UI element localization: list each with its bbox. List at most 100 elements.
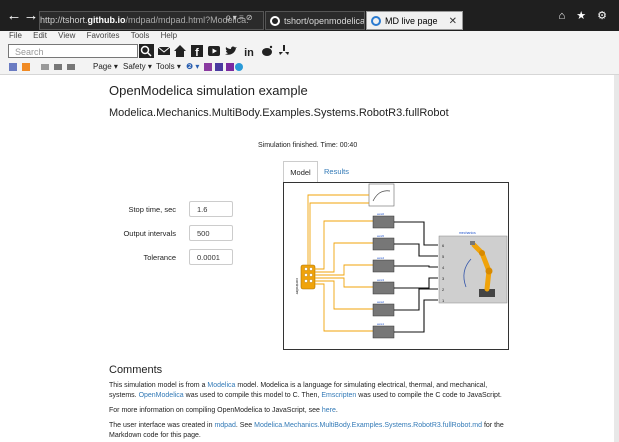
path-planning-block[interactable] xyxy=(368,183,395,207)
p2-text-1: For more information on compiling OpenMo… xyxy=(109,407,322,414)
safety-menu[interactable]: Safety ▾ xyxy=(123,62,152,71)
search-button[interactable] xyxy=(139,44,154,58)
emscripten-link[interactable]: Emscripten xyxy=(321,392,357,399)
page-title: OpenModelica simulation example xyxy=(109,83,308,98)
forward-button[interactable]: → xyxy=(23,7,39,24)
axis3-block[interactable] xyxy=(372,281,395,295)
facebook-icon[interactable]: f xyxy=(190,44,204,58)
help-menu[interactable]: ❷ ▾ xyxy=(186,62,200,71)
stop-time-input[interactable]: 1.6 xyxy=(189,201,233,217)
github-icon xyxy=(270,16,280,26)
axis2-label: axis2 xyxy=(377,300,384,304)
comments-paragraph-1: This simulation model is from a Modelica… xyxy=(109,381,507,401)
p3-text-2: . See xyxy=(235,422,255,429)
menu-bar: File Edit View Favorites Tools Help xyxy=(0,31,619,43)
output-intervals-label: Output intervals xyxy=(123,229,176,238)
port-1: 1 xyxy=(442,298,445,303)
mdpad-link[interactable]: mdpad xyxy=(214,422,236,429)
p1-text-2: model. Modelica is a language for simula… xyxy=(109,382,488,399)
browser-titlebar: ← → http://tshort.github.io/mdpad/mdpad.… xyxy=(0,0,619,31)
axis2-block[interactable] xyxy=(372,303,395,317)
home-feeds-icon[interactable] xyxy=(8,62,34,72)
mail-icon[interactable] xyxy=(157,44,171,58)
diagram-canvas: controller axis6 xyxy=(295,183,508,339)
tab-model[interactable]: Model xyxy=(283,161,318,183)
markdown-source-link[interactable]: Modelica.Mechanics.MultiBody.Examples.Sy… xyxy=(254,422,483,429)
tools-menu[interactable]: Tools ▾ xyxy=(156,62,181,71)
tab2-label: MD live page xyxy=(385,16,438,26)
menu-view[interactable]: View xyxy=(58,31,76,40)
output-intervals-input[interactable]: 500 xyxy=(189,225,233,241)
axis1-block[interactable] xyxy=(372,325,395,339)
axis6-block[interactable] xyxy=(372,215,395,229)
port-4: 4 xyxy=(442,265,445,270)
addon-icons[interactable] xyxy=(204,62,244,72)
axis1-label: axis1 xyxy=(377,322,384,326)
comments-heading: Comments xyxy=(109,364,163,376)
p3-text-3: for the Markdown code for this page. xyxy=(109,422,504,439)
axis-blocks xyxy=(372,215,395,339)
menu-favorites[interactable]: Favorites xyxy=(86,31,120,40)
ie-page-icon xyxy=(371,16,381,26)
address-prefix: http://tshort. xyxy=(40,15,88,25)
address-controls[interactable]: ρ ▾ ≡ ⊘ xyxy=(226,13,253,22)
controller-label: controller xyxy=(295,278,300,295)
address-bar[interactable]: http://tshort.github.io/mdpad/mdpad.html… xyxy=(39,11,264,30)
window-controls[interactable]: ⌂ ★ ⚙ xyxy=(558,10,611,22)
tab-results[interactable]: Results xyxy=(324,167,350,176)
model-diagram: controller axis6 xyxy=(283,182,509,350)
menu-help[interactable]: Help xyxy=(160,31,178,40)
close-tab-icon[interactable]: ✕ xyxy=(448,16,457,27)
stop-time-label: Stop time, sec xyxy=(128,205,176,214)
axis4-label: axis4 xyxy=(377,256,384,260)
openmodelica-link[interactable]: OpenModelica xyxy=(138,392,184,399)
command-bar: Page ▾ Safety ▾ Tools ▾ ❷ ▾ xyxy=(0,60,619,75)
axis3-label: axis3 xyxy=(377,278,384,282)
mechanics-label: mechanics xyxy=(459,231,476,235)
web-page: OpenModelica simulation example Modelica… xyxy=(0,75,614,442)
comments-paragraph-2: For more information on compiling OpenMo… xyxy=(109,406,507,416)
tolerance-input[interactable]: 0.0001 xyxy=(189,249,233,265)
browser-tab-github[interactable]: tshort/openmodelica-javas... xyxy=(265,11,365,30)
reddit-icon[interactable] xyxy=(260,44,274,58)
comments-paragraph-3: The user interface was created in mdpad.… xyxy=(109,421,507,441)
back-button[interactable]: ← xyxy=(6,7,22,24)
address-tail: /mdpad/mdpad.html?Modelica. xyxy=(125,15,249,25)
twitter-icon[interactable] xyxy=(224,44,238,58)
yelp-icon[interactable] xyxy=(277,44,291,58)
browser-tab-mdpad[interactable]: MD live page ✕ xyxy=(366,11,463,30)
axis5-block[interactable] xyxy=(372,237,395,251)
p1-text-1: This simulation model is from a xyxy=(109,382,208,389)
axis4-block[interactable] xyxy=(372,259,395,273)
port-2: 2 xyxy=(442,287,445,292)
modelica-link[interactable]: Modelica xyxy=(207,382,236,389)
svg-text:in: in xyxy=(244,47,254,58)
robot-arm-illustration xyxy=(463,241,495,297)
axis6-label: axis6 xyxy=(377,212,384,216)
p1-text-3: was used to compile this model to C. The… xyxy=(183,392,322,399)
address-host: github.io xyxy=(87,15,126,25)
search-toolbar: Search f in xyxy=(0,43,619,60)
axis5-label: axis5 xyxy=(377,234,384,238)
model-name: Modelica.Mechanics.MultiBody.Examples.Sy… xyxy=(109,107,449,119)
menu-file[interactable]: File xyxy=(9,31,22,40)
page-scrollbar[interactable] xyxy=(614,75,619,442)
home-icon[interactable] xyxy=(173,44,187,58)
search-icon xyxy=(140,45,152,57)
controller-bus[interactable] xyxy=(300,264,316,290)
page-menu[interactable]: Page ▾ xyxy=(93,62,118,71)
linkedin-icon[interactable]: in xyxy=(242,44,256,58)
youtube-icon[interactable] xyxy=(207,44,221,58)
mail-print-icons[interactable] xyxy=(40,62,76,72)
menu-tools[interactable]: Tools xyxy=(130,31,150,40)
p1-text-4: was used to compile the C code to JavaSc… xyxy=(356,392,502,399)
port-3: 3 xyxy=(442,276,445,281)
p3-text-1: The user interface was created in xyxy=(109,422,215,429)
tolerance-label: Tolerance xyxy=(143,253,176,262)
p2-text-2: . xyxy=(335,407,338,414)
here-link[interactable]: here xyxy=(321,407,336,414)
port-5: 5 xyxy=(442,254,445,259)
search-input[interactable]: Search xyxy=(8,44,138,58)
menu-edit[interactable]: Edit xyxy=(33,31,47,40)
svg-text:f: f xyxy=(195,47,199,58)
